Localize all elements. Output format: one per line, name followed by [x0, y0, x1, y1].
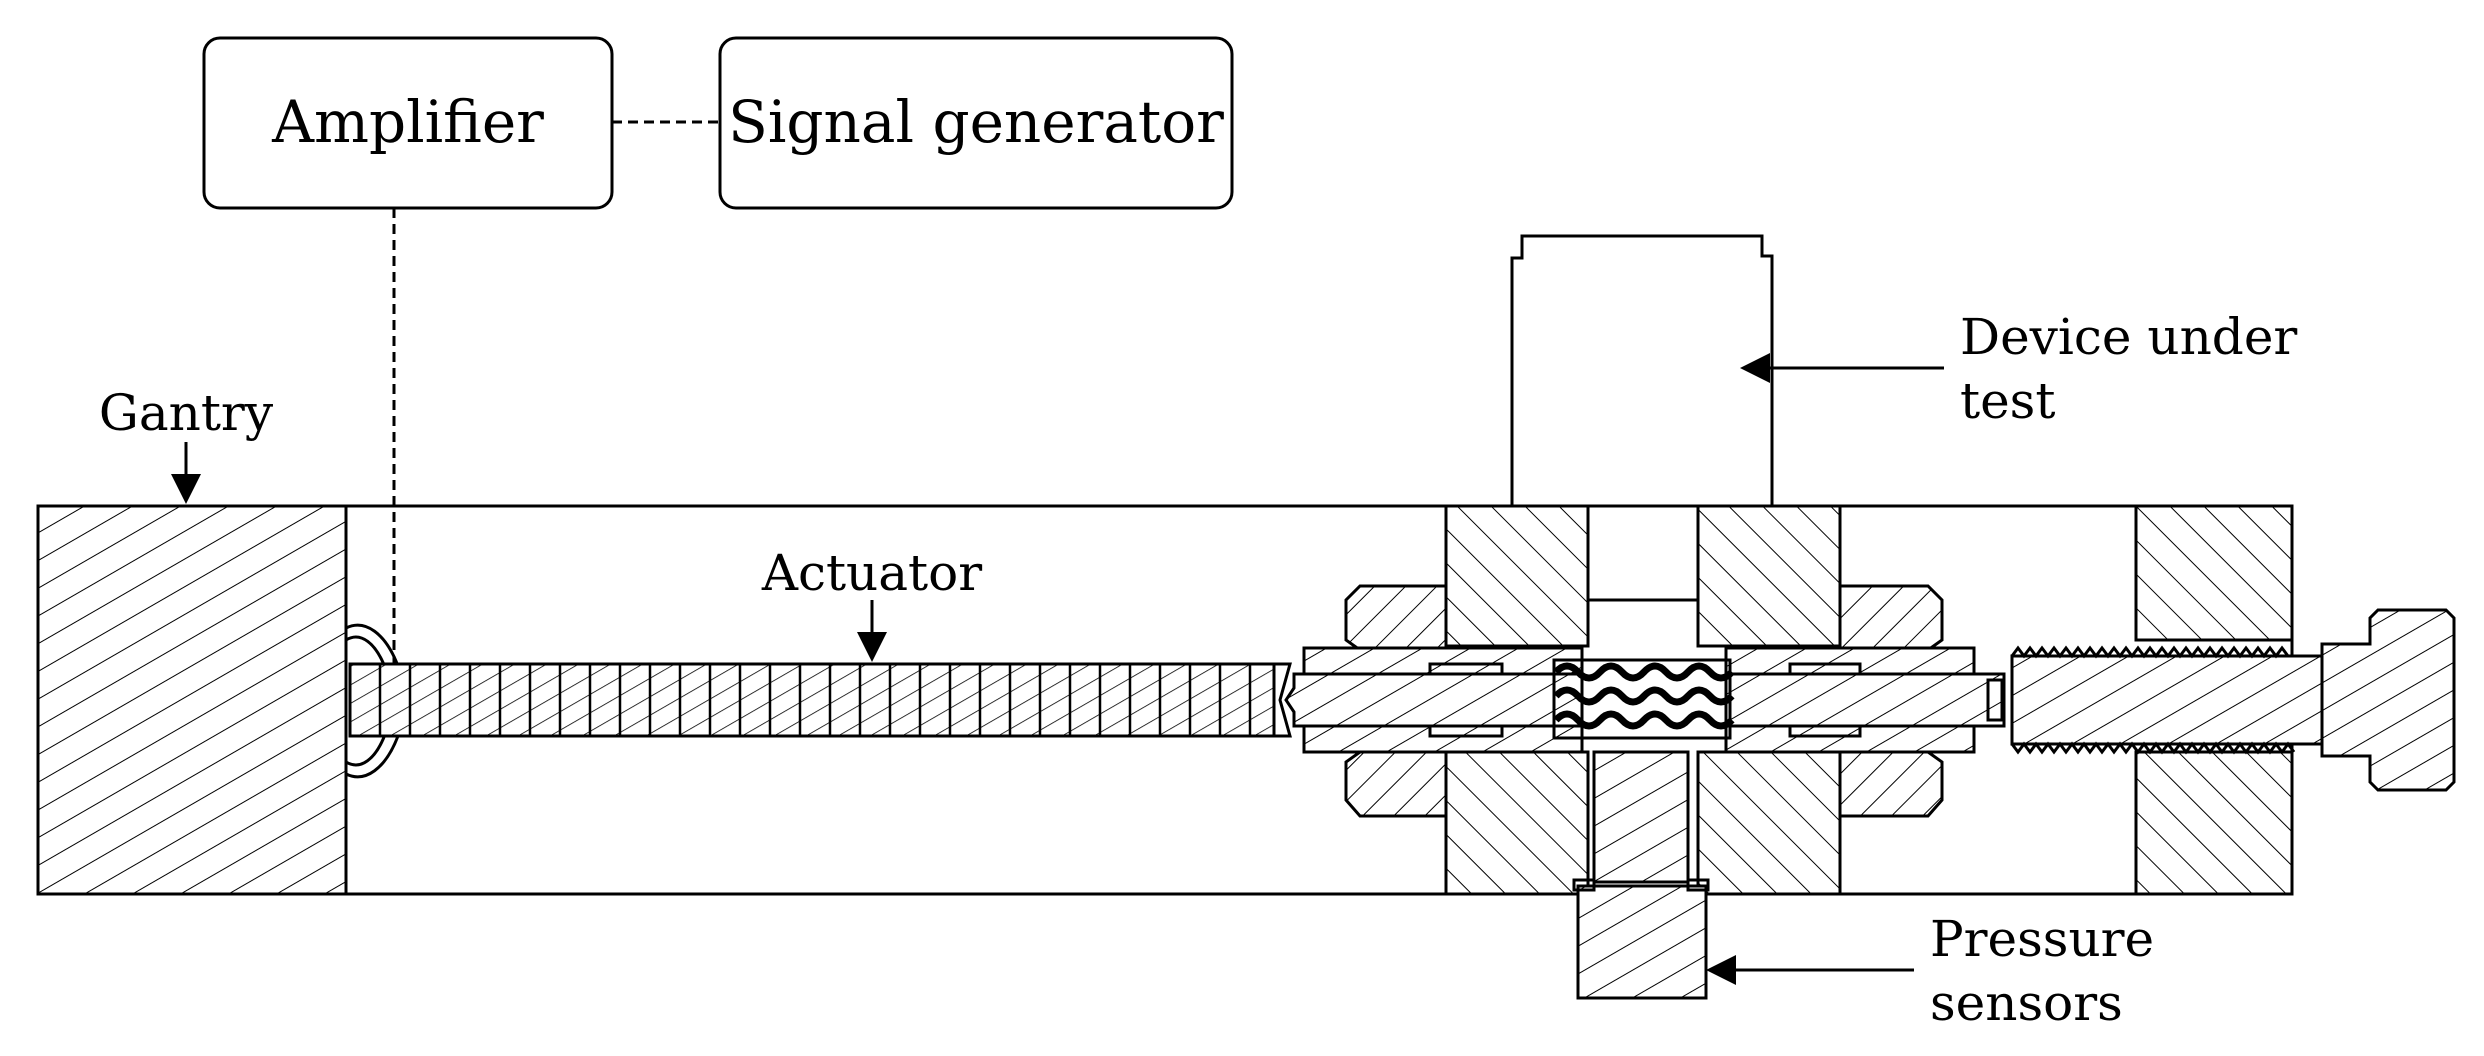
gantry-label: Gantry — [99, 384, 274, 442]
amplifier-label: Amplifier — [271, 88, 544, 156]
screw-support-blocks — [2134, 504, 2294, 896]
right-shaft-housing — [1724, 646, 2006, 754]
gantry — [36, 504, 348, 896]
screw-head — [2320, 608, 2456, 792]
signal-generator-box: Signal generator — [718, 36, 1234, 210]
amplifier-box: Amplifier — [202, 36, 614, 210]
device-under-test — [1510, 234, 1774, 602]
actuator-tip — [1272, 662, 1292, 738]
left-shaft-housing — [1284, 646, 1584, 754]
pressure-sensor — [1572, 750, 1710, 1000]
device-under-test-label-line2: test — [1960, 372, 2055, 430]
right-nut — [1838, 584, 1944, 818]
pressure-sensors-label-line2: sensors — [1930, 974, 2123, 1032]
pressure-sensors-label-line1: Pressure — [1930, 910, 2154, 968]
adjustment-screw — [2010, 608, 2456, 792]
left-clamp-blocks — [1444, 504, 1590, 896]
test-sample — [1552, 658, 1735, 740]
actuator — [348, 662, 1292, 738]
actuator-stack-segments — [378, 664, 1252, 736]
right-clamp-blocks — [1696, 504, 1842, 896]
signal-generator-label: Signal generator — [728, 88, 1224, 156]
device-under-test-label-line1: Device under — [1960, 308, 2297, 366]
actuator-label: Actuator — [761, 544, 982, 602]
left-nut — [1344, 584, 1448, 818]
